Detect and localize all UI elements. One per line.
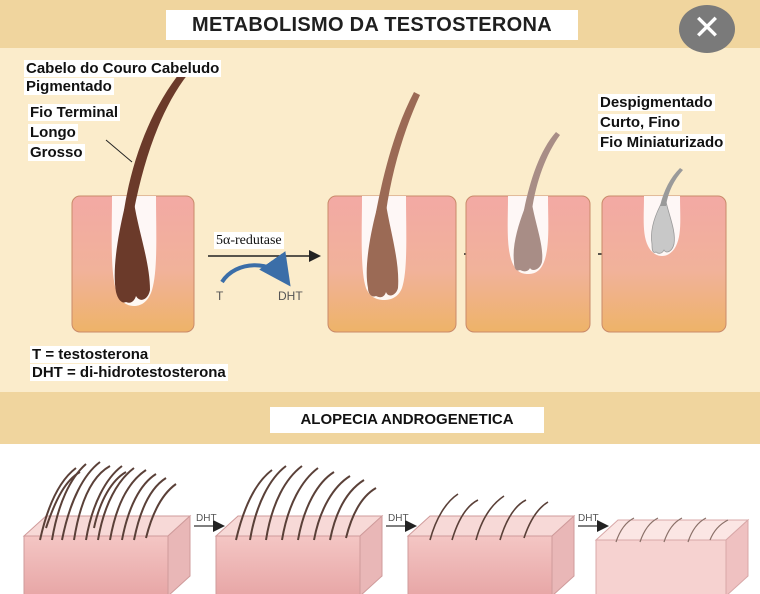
terminal-label-1: Fio Terminal xyxy=(28,104,120,121)
follicle-stage-2 xyxy=(328,92,456,332)
scalp-block-1 xyxy=(24,462,190,594)
follicle-diagram xyxy=(0,0,760,392)
product-label: DHT xyxy=(276,288,305,305)
miniature-label-2: Curto, Fino xyxy=(598,114,682,131)
terminal-label-2: Longo xyxy=(28,124,78,141)
scalp-hair-label-2: Pigmentado xyxy=(24,78,114,95)
legend-dht: DHT = di-hidrotestosterona xyxy=(30,364,228,381)
miniature-label-3: Fio Miniaturizado xyxy=(598,134,725,151)
scalp-block-4 xyxy=(596,518,748,594)
dht-label-3: DHT xyxy=(576,510,601,527)
scalp-hair-label-1: Cabelo do Couro Cabeludo xyxy=(24,60,221,77)
follicle-stage-3 xyxy=(466,132,590,332)
miniature-label-1: Despigmentado xyxy=(598,94,715,111)
terminal-label-3: Grosso xyxy=(28,144,85,161)
dht-label-1: DHT xyxy=(194,510,219,527)
substrate-label: T xyxy=(214,288,225,305)
scalp-block-2 xyxy=(216,466,382,594)
dht-label-2: DHT xyxy=(386,510,411,527)
conversion-curve xyxy=(222,265,286,282)
alopecia-illustration: DHT DHT DHT xyxy=(0,444,760,594)
follicle-miniaturized xyxy=(602,168,726,332)
scalp-progression xyxy=(0,444,760,594)
enzyme-label: 5α-redutase xyxy=(214,232,284,249)
scalp-block-3 xyxy=(408,494,574,594)
section-title: ALOPECIA ANDROGENETICA xyxy=(270,407,544,433)
terminal-pointer xyxy=(106,140,132,162)
legend-testosterone: T = testosterona xyxy=(30,346,150,363)
